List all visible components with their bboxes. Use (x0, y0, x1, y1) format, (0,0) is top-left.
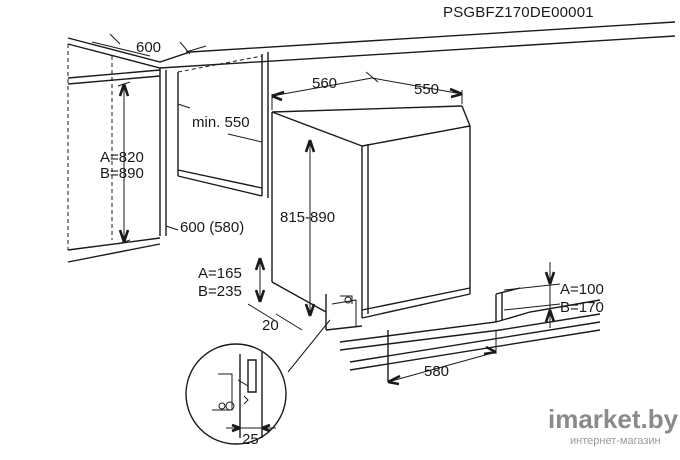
plinth-right-b-label: B=170 (560, 299, 604, 316)
niche-width-label: 600 (580) (180, 219, 244, 236)
niche-width-dimension: 600 (580) (165, 219, 244, 236)
watermark-tagline: интернет-магазин (570, 435, 661, 447)
niche-depth-label: 600 (136, 39, 161, 56)
plinth-width-dimension: 580 (387, 330, 497, 386)
drawing-code: PSGBFZ170DE00001 (443, 4, 594, 21)
plinth-right-a-label: A=100 (560, 281, 604, 298)
plinth-left-b-label: B=235 (198, 283, 242, 300)
plinth-width-label: 580 (424, 363, 449, 380)
plinth-board (339, 287, 601, 382)
plinth-left-a-label: A=165 (198, 265, 242, 282)
niche-outline (67, 21, 676, 263)
appliance-depth-label: 550 (414, 81, 439, 98)
appliance-box (271, 105, 471, 331)
niche-depth-dimension: 600 (91, 33, 207, 57)
front-offset-dimension: 20 (247, 303, 303, 334)
niche-height-b-label: B=890 (100, 165, 144, 182)
niche-min-depth-label: min. 550 (192, 114, 250, 131)
front-offset-label: 20 (262, 317, 279, 334)
niche-min-depth-dimension: min. 550 (177, 103, 263, 143)
appliance-width-label: 560 (312, 75, 337, 92)
detail-magnifier: 25 (185, 319, 331, 448)
niche-height-a-label: A=820 (100, 149, 144, 166)
plinth-left-dimension: A=165 B=235 (198, 257, 266, 303)
detail-gap-label: 25 (242, 431, 259, 448)
appliance-height-dimension: 815-890 (280, 139, 335, 317)
appliance-top-dimensions: 560 550 (271, 71, 463, 110)
watermark: imarket.by интернет-магазин (548, 404, 679, 447)
watermark-brand: imarket.by (548, 404, 679, 434)
appliance-height-label: 815-890 (280, 209, 335, 226)
plinth-right-dimension: A=100 B=170 (503, 262, 604, 328)
niche-height-dimension: A=820 B=890 (100, 81, 144, 245)
